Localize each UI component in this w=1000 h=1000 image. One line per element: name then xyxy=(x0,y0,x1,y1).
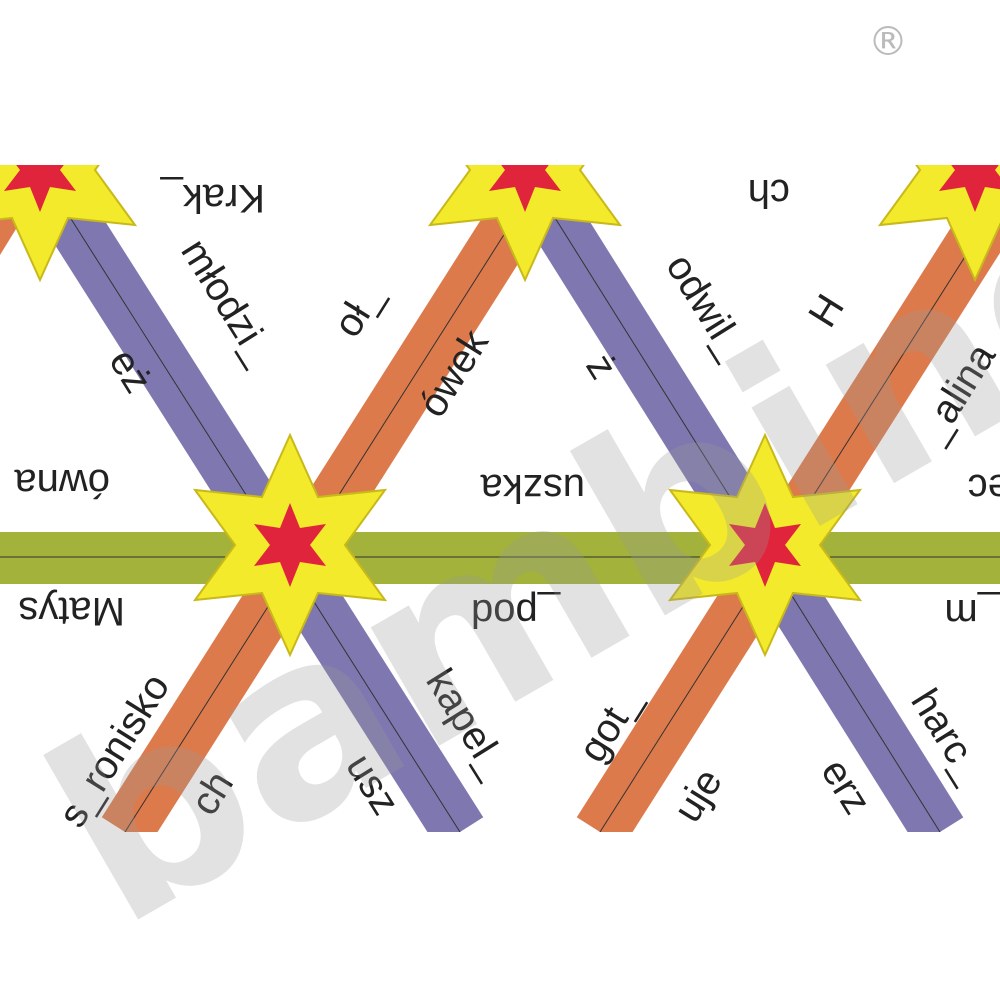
registered-mark: ® xyxy=(868,19,908,65)
word: ch xyxy=(748,171,790,215)
word: ec xyxy=(968,466,1000,510)
word: Matys xyxy=(18,589,125,633)
word: uszka xyxy=(480,466,585,510)
word: Krak_ xyxy=(160,176,265,220)
word: _pod xyxy=(471,591,561,635)
word: ówna xyxy=(14,461,110,505)
word: _m xyxy=(944,591,1000,635)
word: oł_ xyxy=(325,276,391,345)
word: młodzi_ xyxy=(172,231,283,372)
word: uje xyxy=(665,761,731,830)
